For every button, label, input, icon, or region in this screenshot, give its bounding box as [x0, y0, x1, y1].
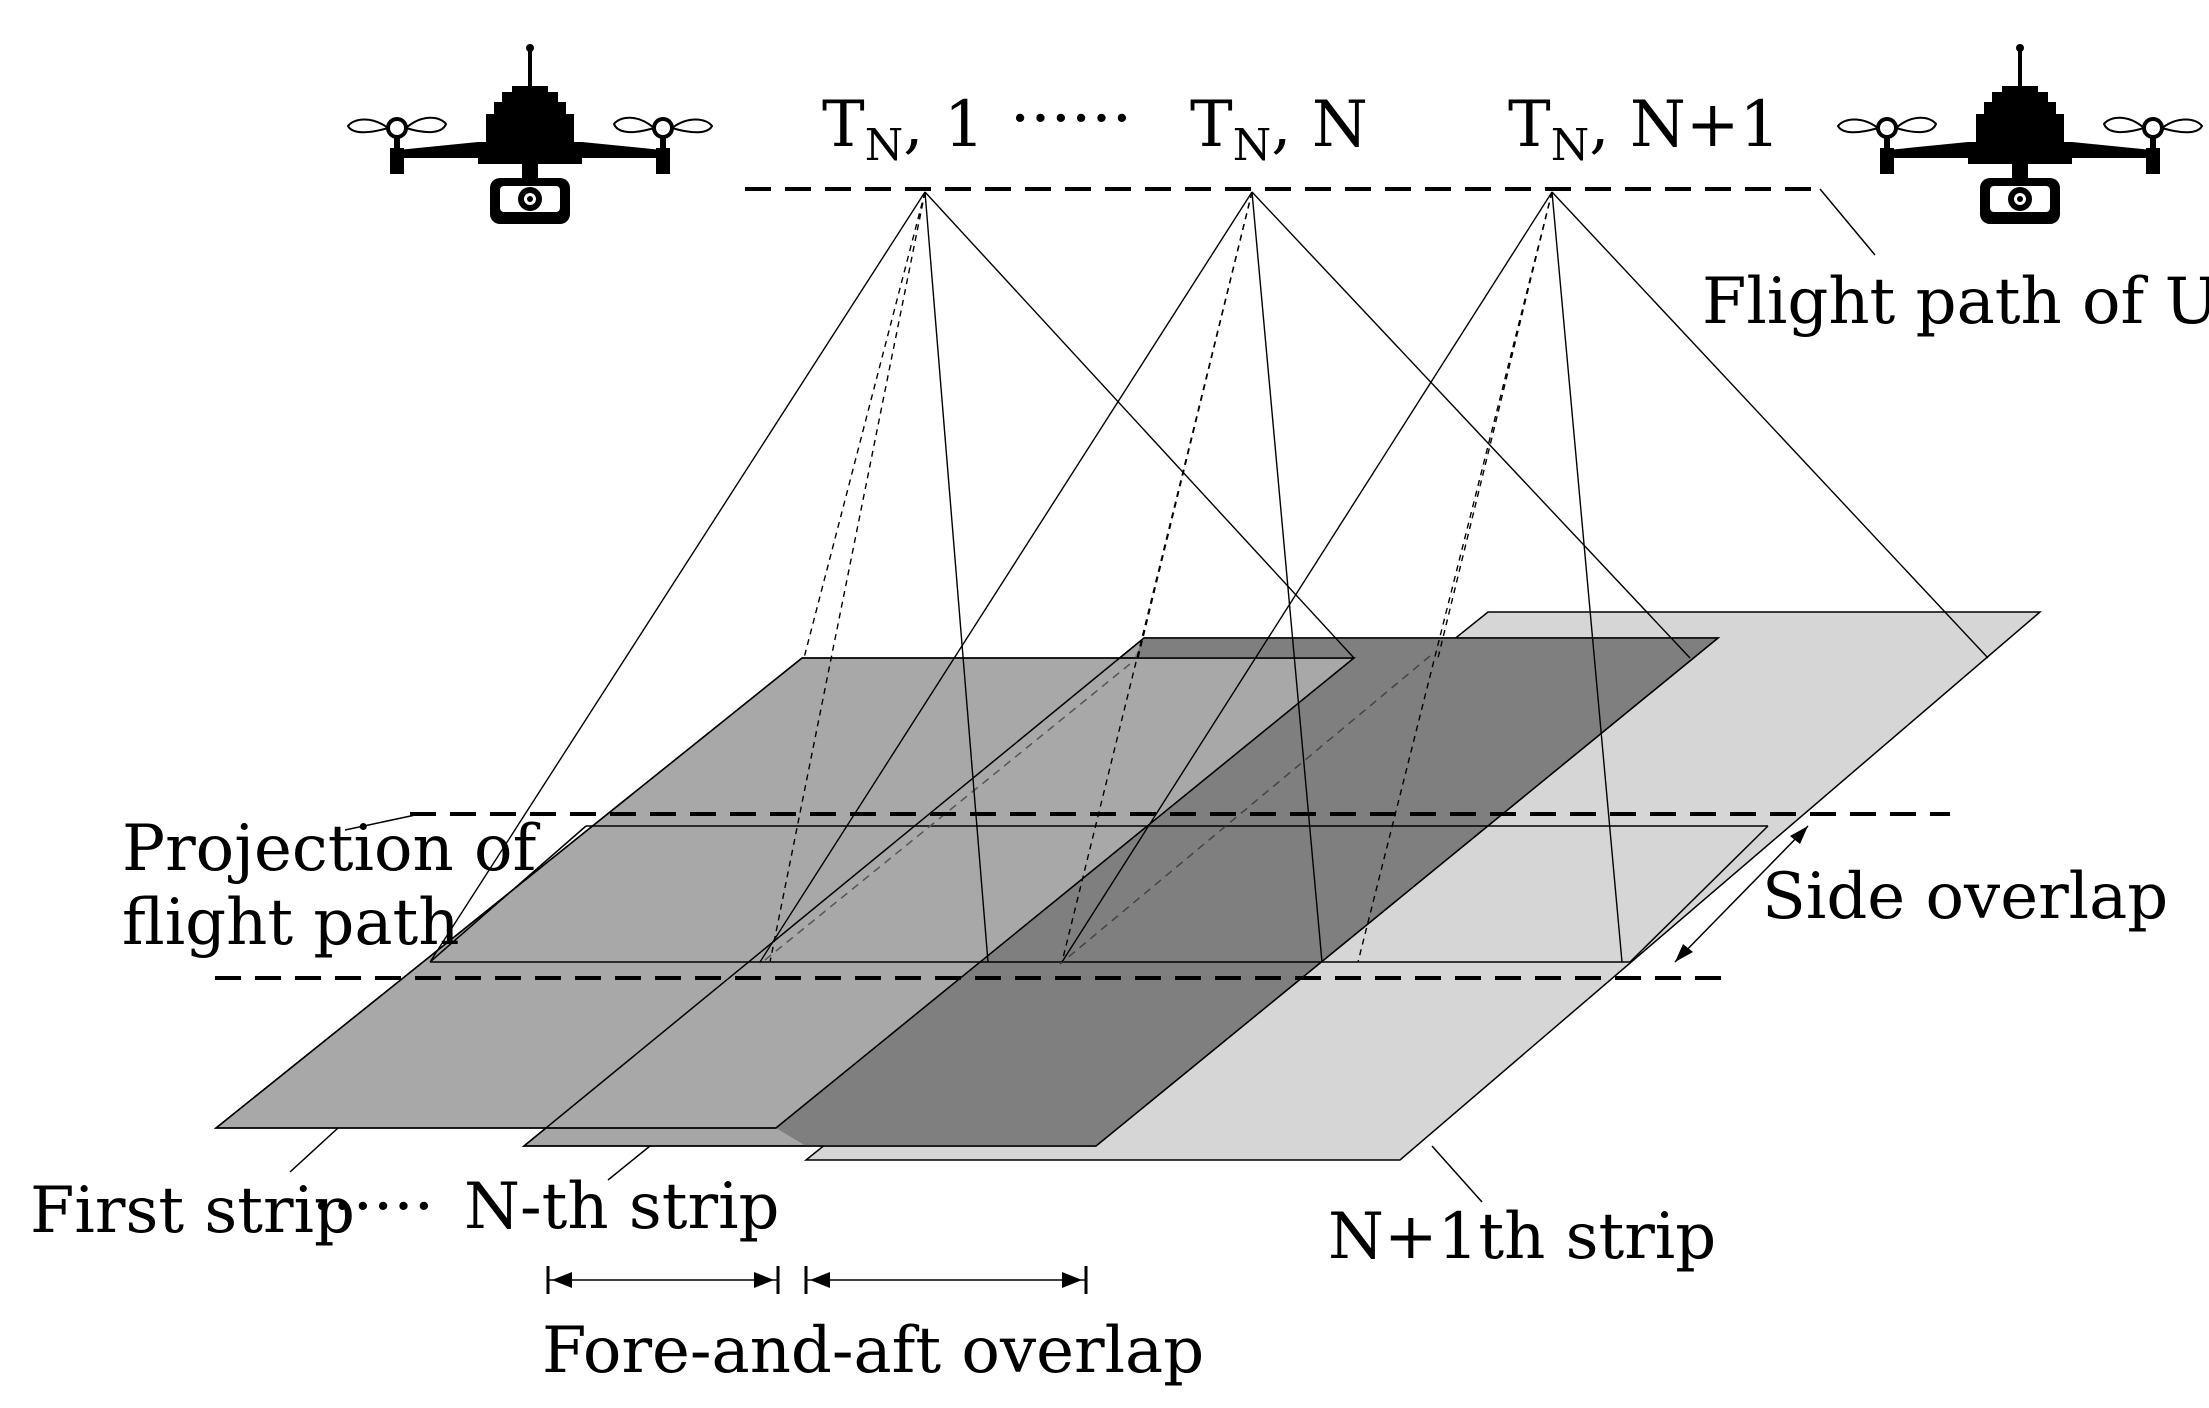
- station-label-1: TN, 1: [822, 88, 985, 171]
- station-label-n: TN, N: [1190, 88, 1368, 171]
- nth-strip-label: N-th strip: [464, 1170, 780, 1244]
- fore-aft-dimension: [546, 1266, 1088, 1294]
- camera-rays-n: [759, 191, 1691, 963]
- side-overlap-label: Side overlap: [1762, 860, 2168, 934]
- station-label-n1: TN, N+1: [1508, 88, 1780, 171]
- overlap-region: [776, 658, 1693, 1146]
- uav-left-icon: [346, 42, 714, 226]
- first-strip-label: First strip: [30, 1174, 355, 1248]
- side-overlap-dimension: [1674, 825, 1809, 963]
- camera-rays-1: [429, 191, 1355, 963]
- strip-ellipsis: ······: [312, 1170, 434, 1244]
- projection-label-line1: Projection of: [122, 812, 541, 886]
- n1th-strip-label: N+1th strip: [1328, 1200, 1716, 1274]
- fore-aft-overlap-label: Fore-and-aft overlap: [542, 1314, 1204, 1388]
- projection-label-line2: flight path: [122, 886, 459, 960]
- overlap-region-top: [1134, 638, 1718, 658]
- flight-path-label: Flight path of UAV: [1702, 265, 2209, 339]
- strip-planes: [213, 611, 2043, 1161]
- station-ellipsis: ······: [1010, 82, 1132, 156]
- uav-right-icon: [1836, 42, 2204, 226]
- camera-rays-n1: [1061, 191, 1989, 963]
